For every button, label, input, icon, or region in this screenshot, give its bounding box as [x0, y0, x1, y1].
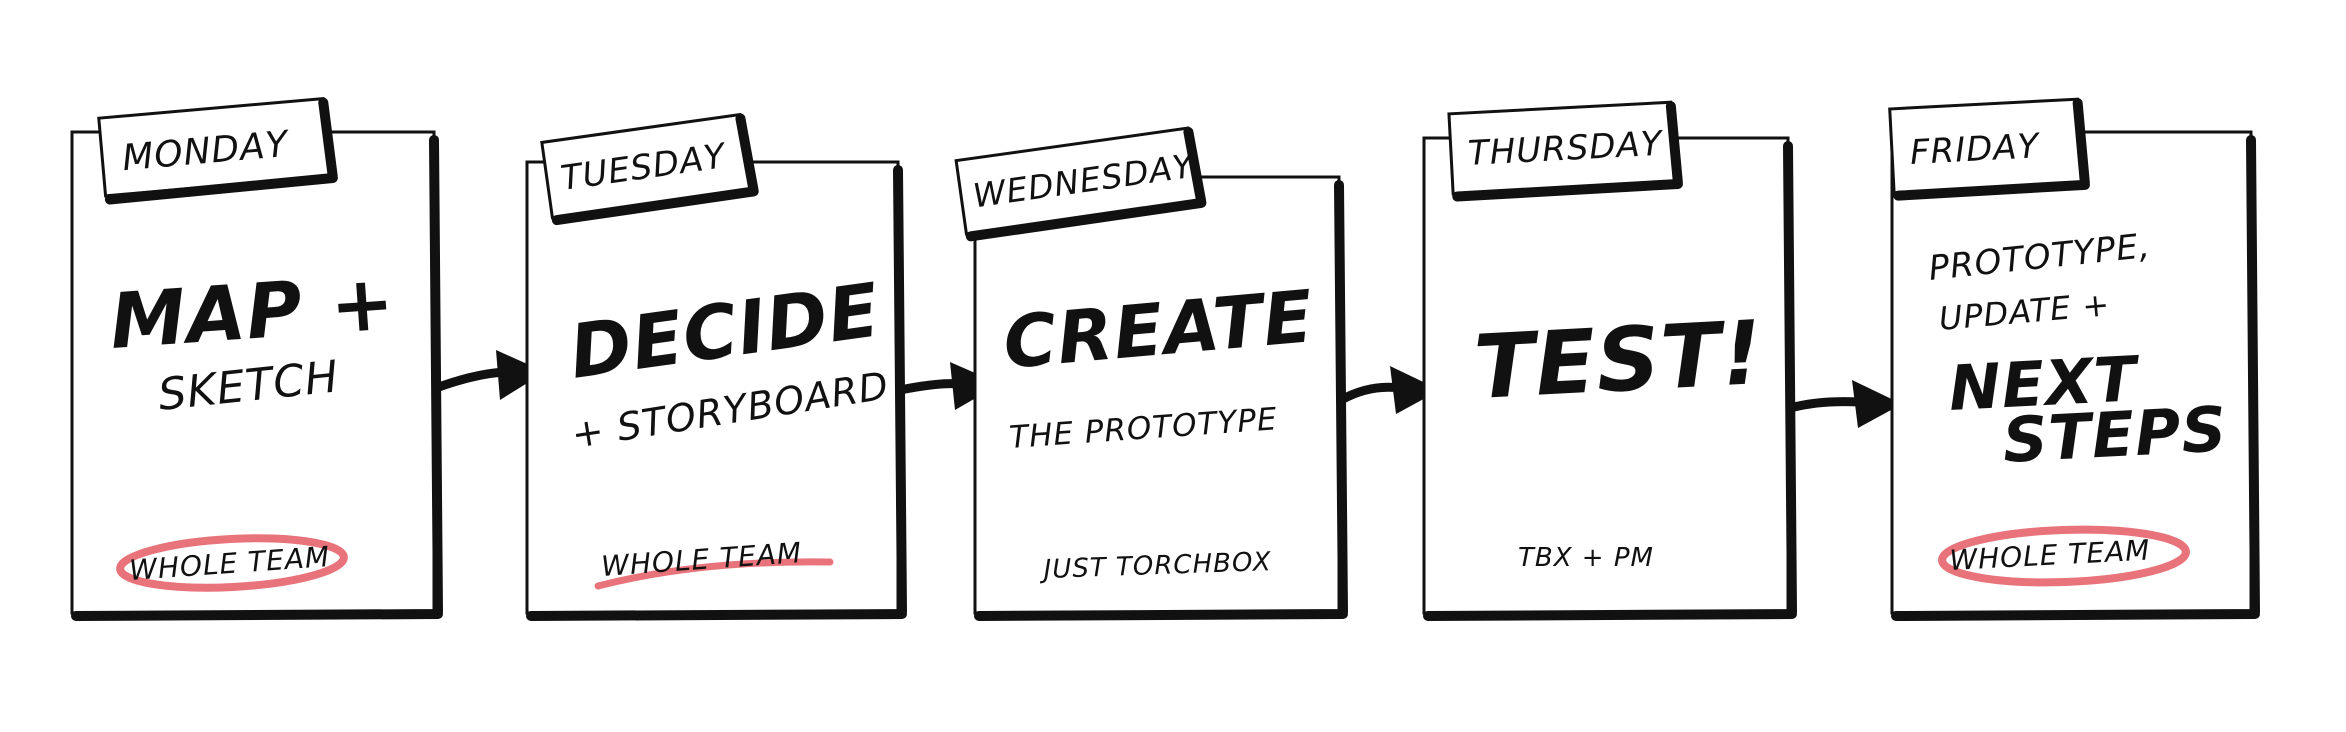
arrow-wednesday-thursday	[1336, 366, 1440, 414]
card-body	[1422, 136, 1790, 615]
card-body	[70, 130, 436, 615]
activity-title-2: STEPS	[2001, 392, 2229, 477]
day-tab: THURSDAY	[1447, 100, 1683, 202]
day-tab: TUESDAY	[540, 112, 759, 226]
arrow-head-icon	[1852, 380, 1902, 428]
card-shadow	[1423, 141, 1797, 621]
arrow-monday-tuesday	[431, 350, 545, 400]
arrow-head-icon	[496, 350, 545, 400]
activity-title: TEST!	[1472, 301, 1766, 419]
day-card-friday: FRIDAY PROTOTYPE, UPDATE + NEXT STEPS WH…	[1888, 97, 2260, 621]
day-tab: FRIDAY	[1888, 97, 2090, 201]
activity-title: MAP +	[107, 257, 398, 366]
day-label: FRIDAY	[1909, 126, 2042, 173]
highlight-underline	[594, 558, 834, 590]
day-card-thursday: THURSDAY TEST! TBX + PM	[1422, 100, 1797, 621]
day-tab: WEDNESDAY	[954, 126, 1207, 242]
card-body	[973, 175, 1341, 615]
highlight-circle	[116, 534, 348, 592]
card-shadow	[1891, 135, 2260, 621]
day-card-monday: MONDAY MAP + SKETCH WHOLE TEAM	[70, 96, 443, 621]
arrow-thursday-friday	[1785, 380, 1902, 428]
card-shadow	[71, 135, 443, 621]
participants: TBX + PM	[1518, 543, 1654, 573]
day-card-wednesday: WEDNESDAY CREATE THE PROTOTYPE JUST TORC…	[954, 126, 1348, 621]
highlight-circle	[1938, 525, 2190, 587]
day-tab: MONDAY	[97, 96, 338, 205]
activity-title: NEXT	[1947, 342, 2143, 425]
day-card-tuesday: TUESDAY DECIDE + STORYBOARD WHOLE TEAM	[525, 112, 907, 621]
arrow-head-icon	[1390, 366, 1440, 414]
